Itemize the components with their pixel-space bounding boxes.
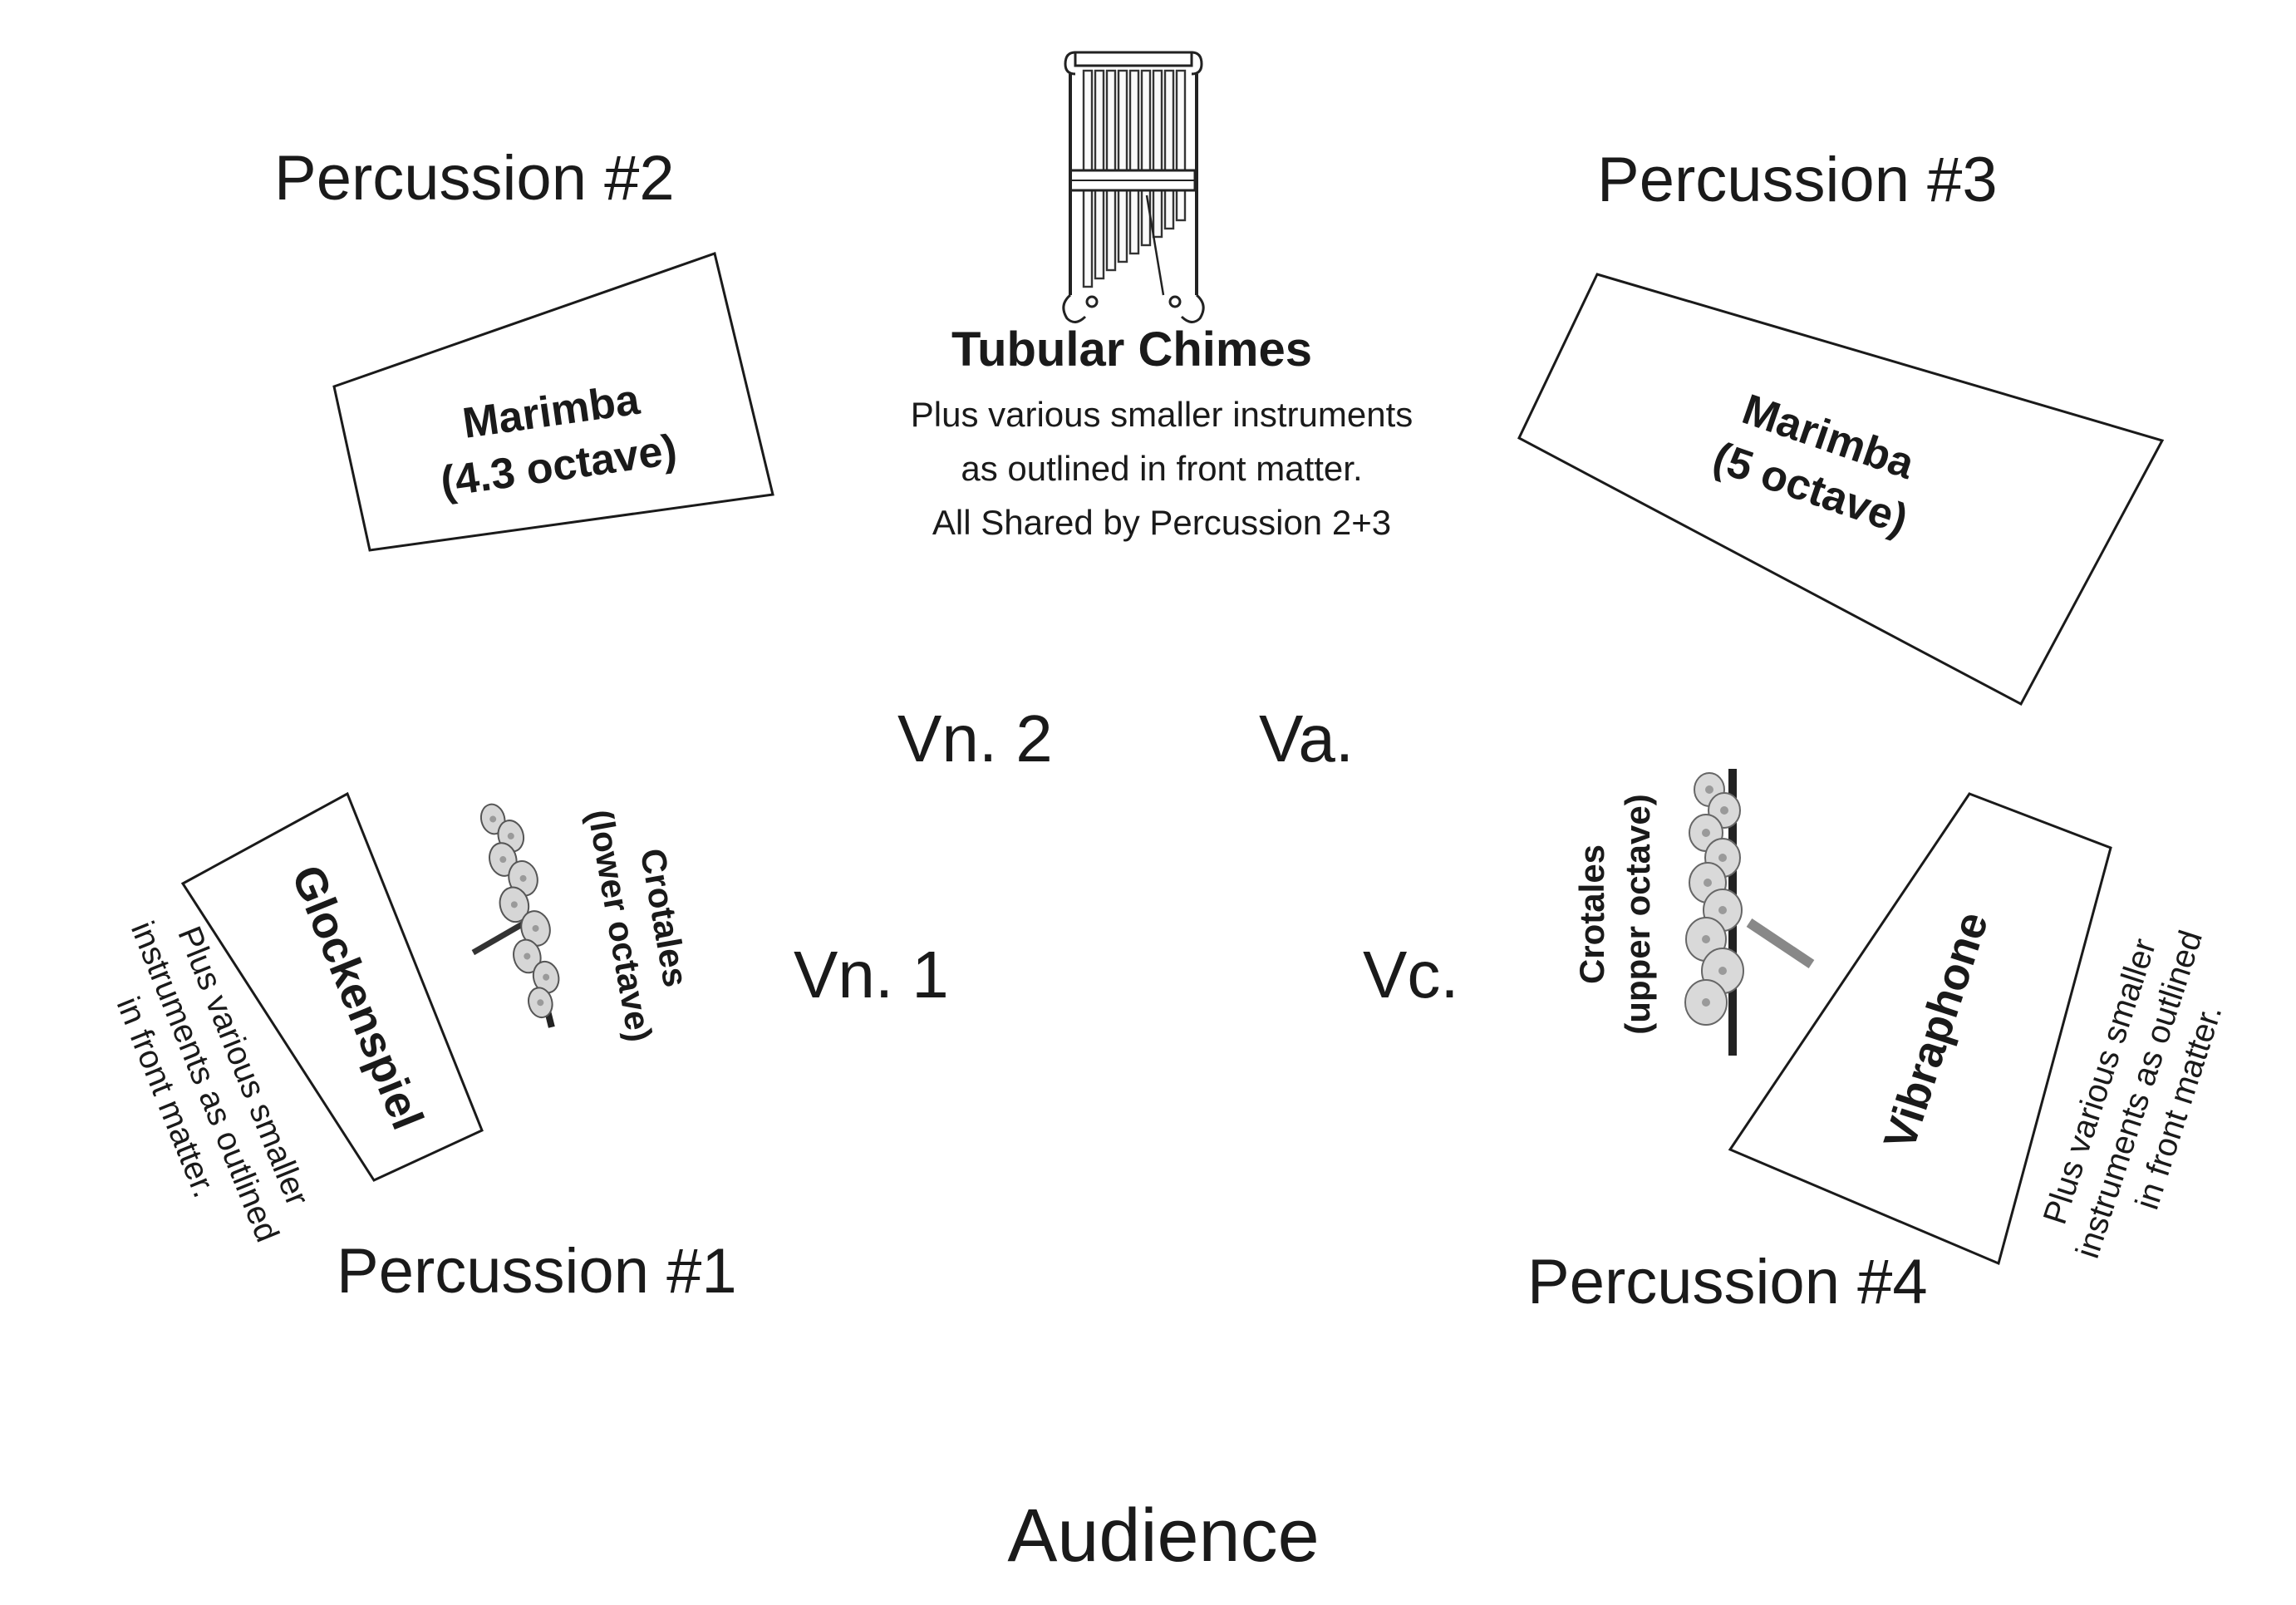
viola-label: Va. [1259,702,1354,775]
crotales-upper-icon [1684,769,1815,1056]
center-note-line-3: All Shared by Percussion 2+3 [932,503,1391,542]
percussion-1-label: Percussion #1 [337,1236,737,1307]
percussion-4-label: Percussion #4 [1527,1247,1928,1317]
audience-label: Audience [1007,1494,1319,1578]
center-note-line-1: Plus various smaller instruments [911,395,1413,434]
vibraphone-box [1728,792,2112,1266]
tubular-chimes-icon [1062,51,1205,323]
violin-1-label: Vn. 1 [794,938,949,1012]
crotales-lower-icon [471,803,560,1028]
cello-label: Vc. [1363,938,1459,1012]
crotales-upper-label: Crotales [1572,844,1611,984]
glockenspiel-box [180,791,484,1182]
marimba-left-box [332,252,774,552]
center-note-line-2: as outlined in front matter. [961,449,1362,488]
percussion-3-label: Percussion #3 [1597,145,1998,215]
crotales-upper-range: (upper octave) [1618,794,1657,1034]
marimba-right-box [1517,273,2165,706]
tubular-chimes-title: Tubular Chimes [951,322,1312,377]
violin-2-label: Vn. 2 [897,702,1053,775]
percussion-2-label: Percussion #2 [274,143,675,214]
